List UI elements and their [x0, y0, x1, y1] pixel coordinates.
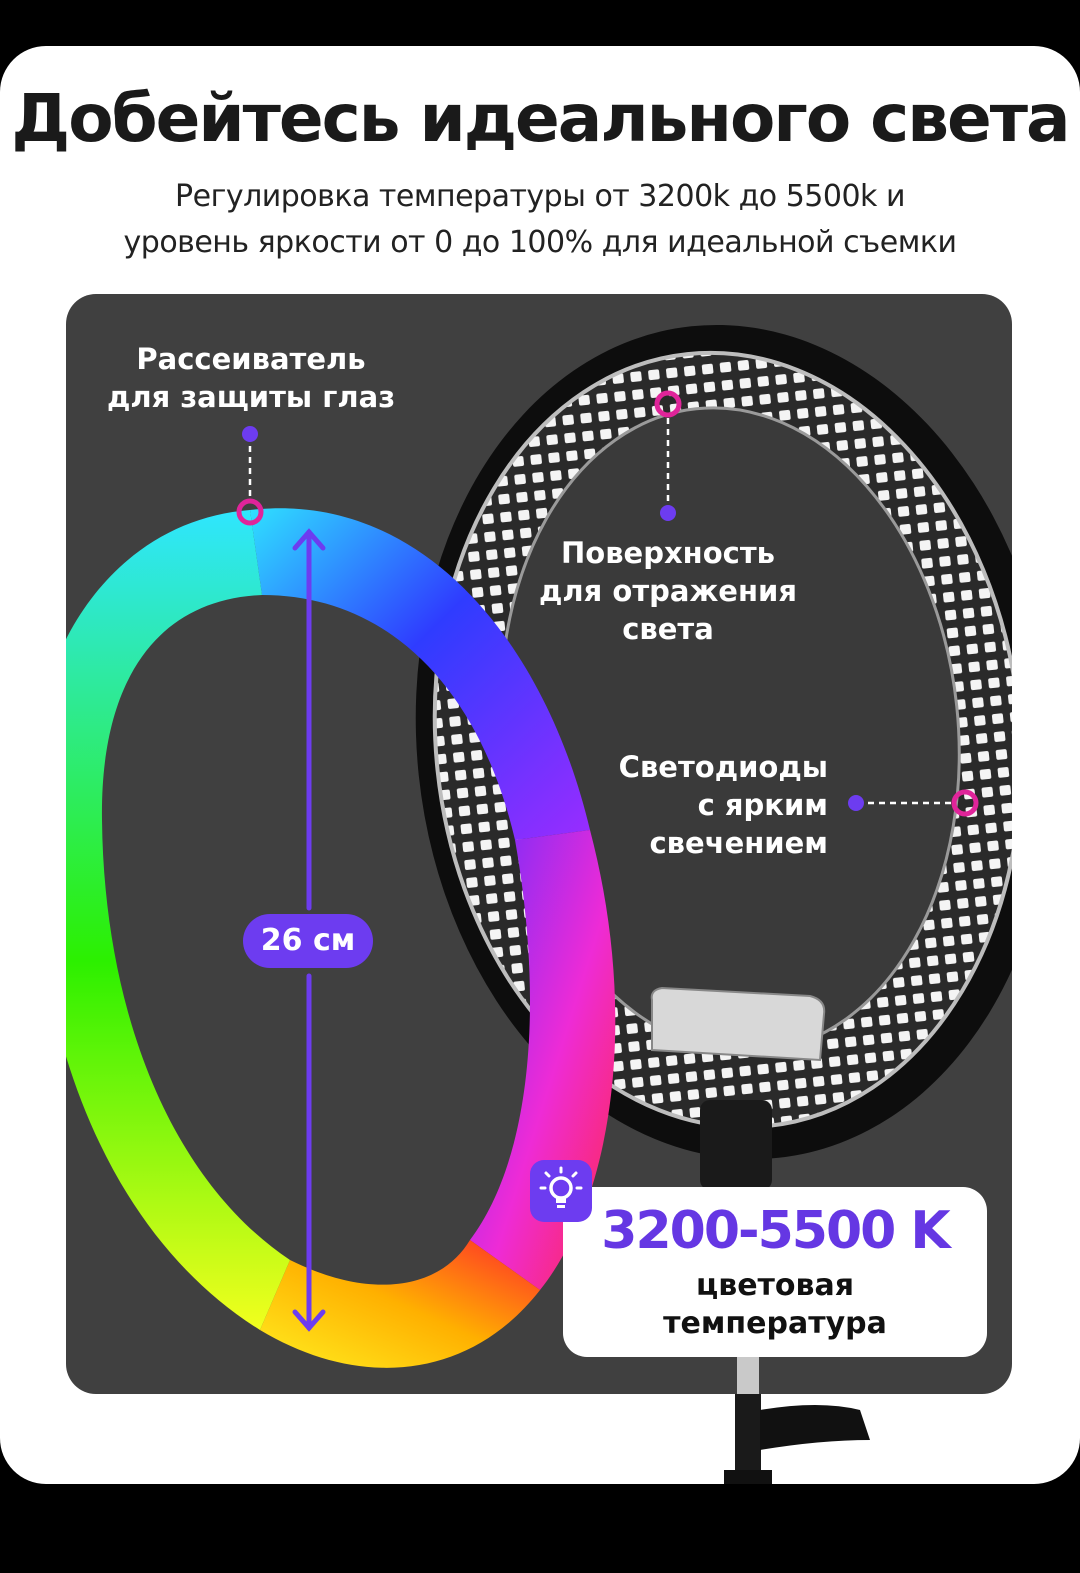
subtitle-line-1: Регулировка температуры от 3200k до 5500… [175, 179, 905, 214]
subtitle-line-2: уровень яркости от 0 до 100% для идеальн… [123, 225, 957, 260]
leds-line-3: свечением [649, 826, 828, 860]
temperature-caption: цветовая температура [563, 1267, 987, 1343]
subtitle: Регулировка температуры от 3200k до 5500… [60, 174, 1020, 266]
surface-line-3: света [622, 612, 714, 646]
diffuser-line-2: для защиты глаз [106, 380, 396, 414]
diffuser-callout-marker [236, 426, 264, 526]
surface-line-1: Поверхность [561, 536, 775, 570]
surface-callout-marker [654, 390, 682, 521]
dimension-arrow [292, 528, 326, 1332]
leds-line-1: Светодиоды [618, 750, 828, 784]
page-title: Добейтесь идеального света [11, 80, 1070, 157]
leds-line-2: с ярким [697, 788, 828, 822]
temperature-value: 3200-5500 K [601, 1201, 950, 1261]
temperature-caption-line-1: цветовая [695, 1268, 855, 1303]
size-badge: 26 см [243, 914, 373, 968]
surface-callout-label: Поверхность для отражения света [518, 534, 818, 648]
diffuser-callout-label: Рассеиватель для защиты глаз [96, 340, 406, 416]
temperature-caption-line-2: температура [663, 1306, 887, 1341]
diffuser-line-1: Рассеиватель [136, 342, 366, 376]
leds-callout-label: Светодиоды с ярким свечением [560, 748, 828, 862]
lightbulb-icon [530, 1160, 592, 1222]
temperature-card: 3200-5500 K цветовая температура [563, 1187, 987, 1357]
leds-callout-marker [848, 789, 979, 817]
surface-line-2: для отражения [539, 574, 797, 608]
